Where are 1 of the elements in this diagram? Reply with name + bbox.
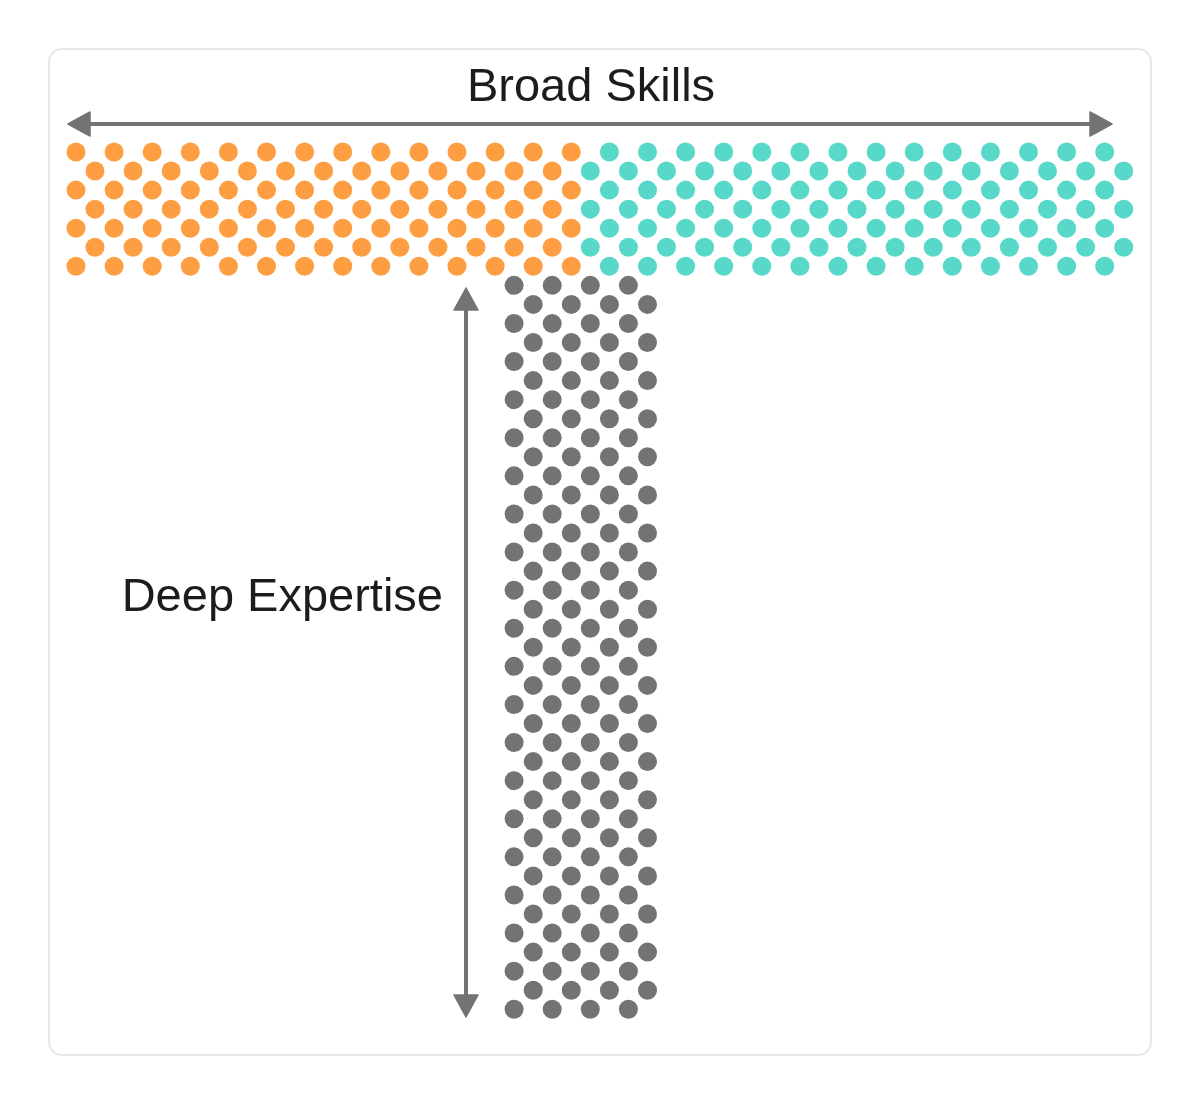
- dimension-label: Broad Skills: [466, 61, 716, 108]
